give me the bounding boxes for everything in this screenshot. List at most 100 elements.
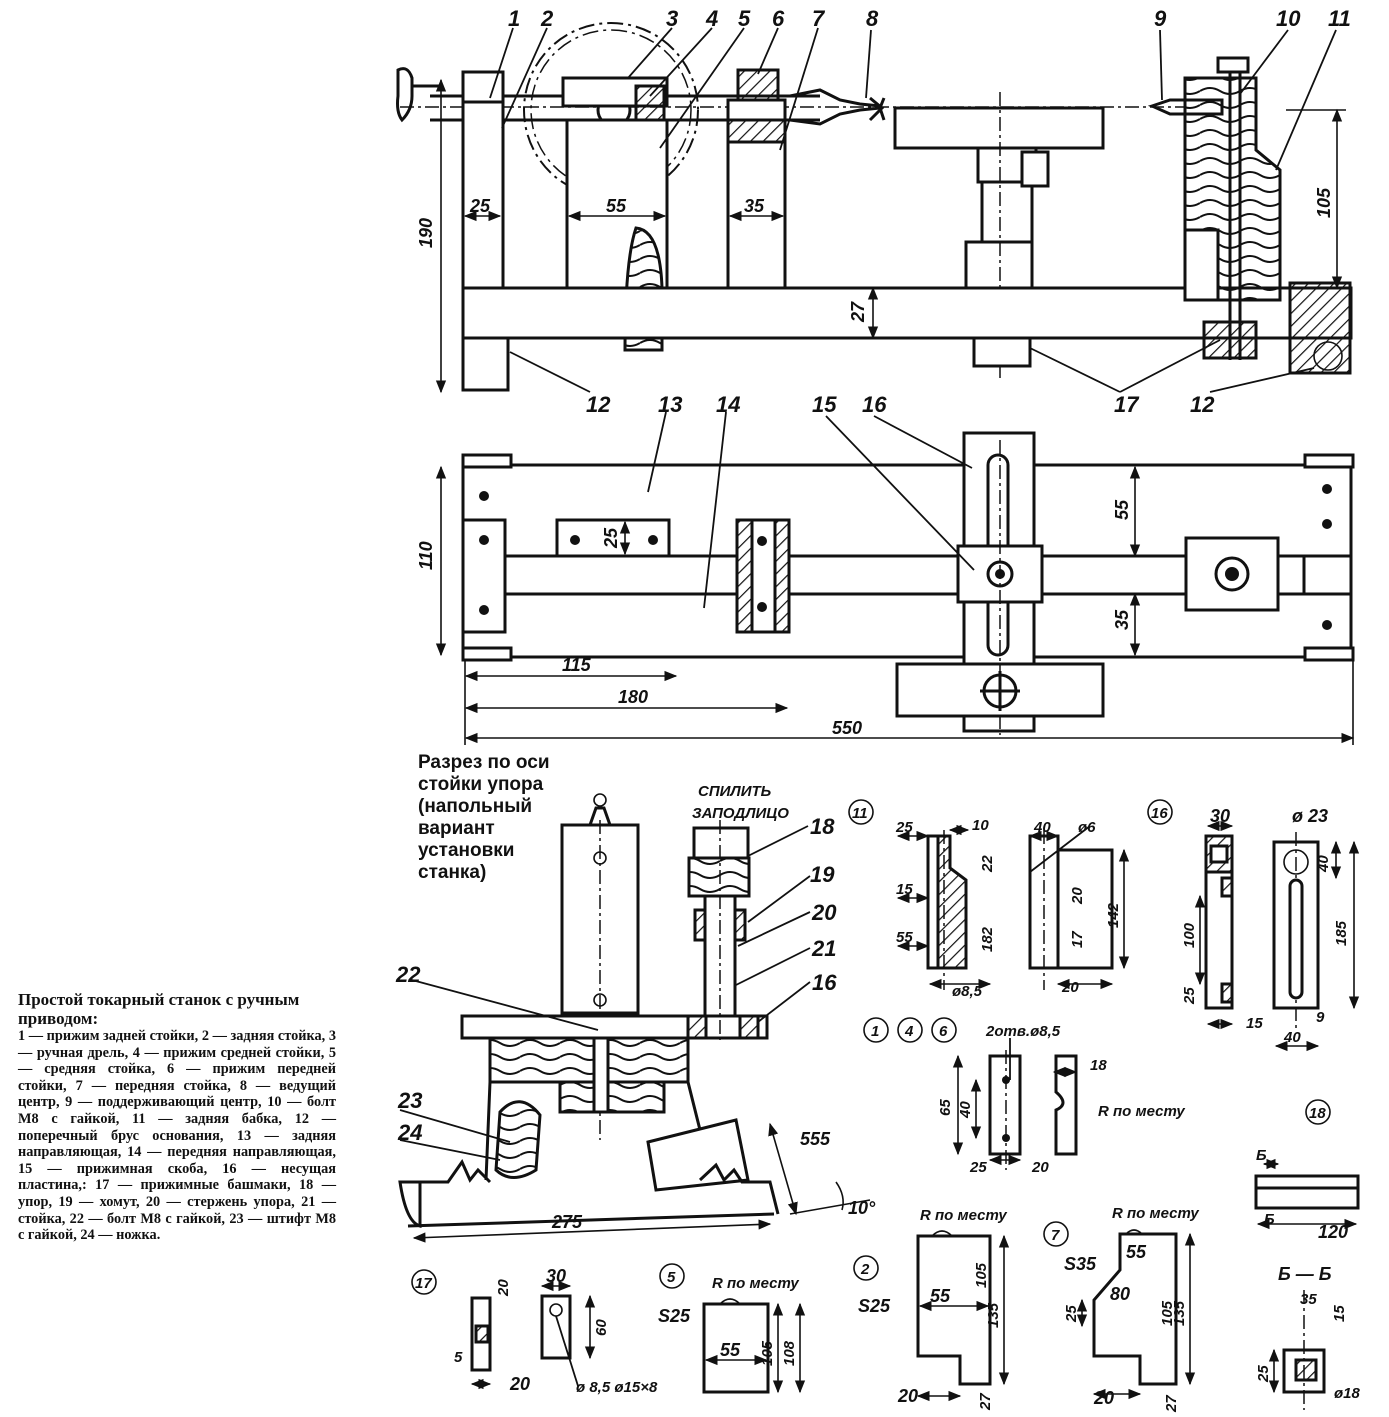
detail-16-callout: 16	[1151, 805, 1168, 822]
d146-f: 20	[1031, 1159, 1049, 1176]
part-7: 7	[812, 6, 826, 31]
part-12-right: 12	[1190, 392, 1215, 417]
dim-110: 110	[416, 541, 436, 570]
d146-d: 40	[957, 1101, 974, 1119]
detail-1-4-6: 1 4 6 2отв.ø8,5 18 R по месту 65 40 25 2…	[863, 1017, 1185, 1176]
section-view: 275 555 10° СПИЛИТЬ ЗАПОДЛИЦО 18 19 20 2…	[395, 783, 876, 1243]
dim-10deg: 10°	[848, 1198, 876, 1218]
detail-5: 5 R по месту S25 55 105 108	[658, 1263, 806, 1394]
d2-a: 55	[930, 1286, 951, 1306]
d5-a: 55	[720, 1340, 741, 1360]
d146-callout-6: 6	[939, 1023, 948, 1040]
d16-c: 40	[1315, 855, 1332, 873]
d146-e: 25	[969, 1159, 987, 1176]
part-18: 18	[810, 814, 835, 839]
d7-f: 20	[1093, 1388, 1114, 1408]
d146-a: 18	[1090, 1057, 1107, 1074]
d18-d: 35	[1300, 1291, 1317, 1308]
d16-b: ø 23	[1292, 806, 1328, 826]
dim-115: 115	[562, 655, 592, 675]
part-17: 17	[1114, 392, 1140, 417]
detail-17-callout: 17	[415, 1275, 432, 1292]
d7-b: 80	[1110, 1284, 1130, 1304]
top-view: 110 25 115 180 550 55 35 13 14 15 16	[416, 392, 1355, 745]
d5-c: 108	[781, 1340, 798, 1366]
detail-5-callout: 5	[667, 1269, 676, 1286]
d7-c: 25	[1063, 1305, 1080, 1323]
part-15: 15	[812, 392, 837, 417]
d2-d: 20	[897, 1386, 918, 1406]
d18-b: Б	[1264, 1211, 1275, 1228]
d7-a: 55	[1126, 1242, 1147, 1262]
part-13: 13	[658, 392, 682, 417]
dim-105: 105	[1314, 187, 1334, 218]
part-8: 8	[866, 6, 879, 31]
dim-555: 555	[800, 1129, 831, 1149]
detail-17: 17 20 30 60 5 20 ø 8,5 ø15×8	[411, 1266, 658, 1396]
dim-55: 55	[606, 196, 627, 216]
part-10: 10	[1276, 6, 1301, 31]
figure-caption: Простой токарный станок с ручным приводо…	[18, 990, 336, 1244]
part-23: 23	[397, 1088, 422, 1113]
d5-s: S25	[658, 1306, 691, 1326]
part-9: 9	[1154, 6, 1167, 31]
d5-b: 105	[759, 1340, 776, 1366]
part-19: 19	[810, 862, 835, 887]
part-3: 3	[666, 6, 678, 31]
d7-g: 27	[1163, 1395, 1180, 1413]
d16-i: 40	[1283, 1029, 1301, 1046]
d17-a: 20	[495, 1279, 512, 1297]
d5-r: R по месту	[712, 1275, 799, 1292]
part-11: 11	[1328, 6, 1351, 31]
part-4: 4	[705, 6, 718, 31]
d18-e: 15	[1331, 1305, 1348, 1322]
d7-d: 105	[1159, 1300, 1176, 1326]
d11-c: 22	[979, 855, 996, 873]
d2-c: 135	[985, 1302, 1002, 1328]
d17-c: 60	[593, 1319, 610, 1336]
d11-b: 10	[972, 817, 989, 834]
detail-7-callout: 7	[1051, 1227, 1060, 1244]
d146-b: R по месту	[1098, 1103, 1185, 1120]
detail-18: 18 Б Б 120 Б — Б 35 15 25 ø18	[1254, 1099, 1361, 1410]
front-view: 25 55 35 190 27 105 1 2 3 4 5 6 7	[396, 6, 1353, 417]
dim-25: 25	[469, 196, 491, 216]
d18-section: Б — Б	[1278, 1264, 1332, 1284]
dim-27: 27	[848, 301, 868, 323]
d146-c: 65	[937, 1099, 954, 1116]
d146-callout-4: 4	[904, 1023, 914, 1040]
detail-18-callout: 18	[1309, 1105, 1326, 1122]
part-24: 24	[397, 1120, 422, 1145]
d7-r: R по месту	[1112, 1205, 1199, 1222]
dim-180: 180	[618, 687, 648, 707]
d7-s: S35	[1064, 1254, 1097, 1274]
detail-2-callout: 2	[860, 1261, 870, 1278]
dim-55-top: 55	[1112, 499, 1132, 520]
d16-g: 15	[1246, 1015, 1263, 1032]
d11-k: 142	[1105, 902, 1122, 928]
d11-l: 17	[1069, 931, 1086, 948]
part-6: 6	[772, 6, 785, 31]
d18-a: Б	[1256, 1147, 1267, 1164]
d2-e: 27	[977, 1393, 994, 1411]
note-cut-1: СПИЛИТЬ	[698, 783, 772, 800]
d17-d: 5	[454, 1349, 463, 1366]
part-5: 5	[738, 6, 751, 31]
detail-11: 11 25 10 22 15 55 182 ø8,5 40 ø6 20 142 …	[848, 799, 1130, 1000]
d11-e: 55	[896, 929, 913, 946]
part-16: 16	[862, 392, 887, 417]
d11-f: 182	[979, 926, 996, 952]
d11-j: 20	[1069, 887, 1086, 905]
d17-b: 30	[546, 1266, 566, 1286]
dim-550: 550	[832, 718, 862, 738]
d18-c: 120	[1318, 1222, 1348, 1242]
caption-title: Простой токарный станок с ручным приводо…	[18, 990, 300, 1028]
d17-f: ø 8,5 ø15×8	[576, 1379, 658, 1396]
d146-callout-1: 1	[871, 1023, 879, 1040]
dim-275: 275	[551, 1212, 583, 1232]
detail-2: 2 R по месту S25 55 105 135 20 27	[853, 1207, 1010, 1411]
d18-f: 25	[1255, 1365, 1272, 1383]
caption-legend: 1 — прижим задней стойки, 2 — задняя сто…	[18, 1028, 336, 1244]
d16-d: 185	[1333, 920, 1350, 946]
